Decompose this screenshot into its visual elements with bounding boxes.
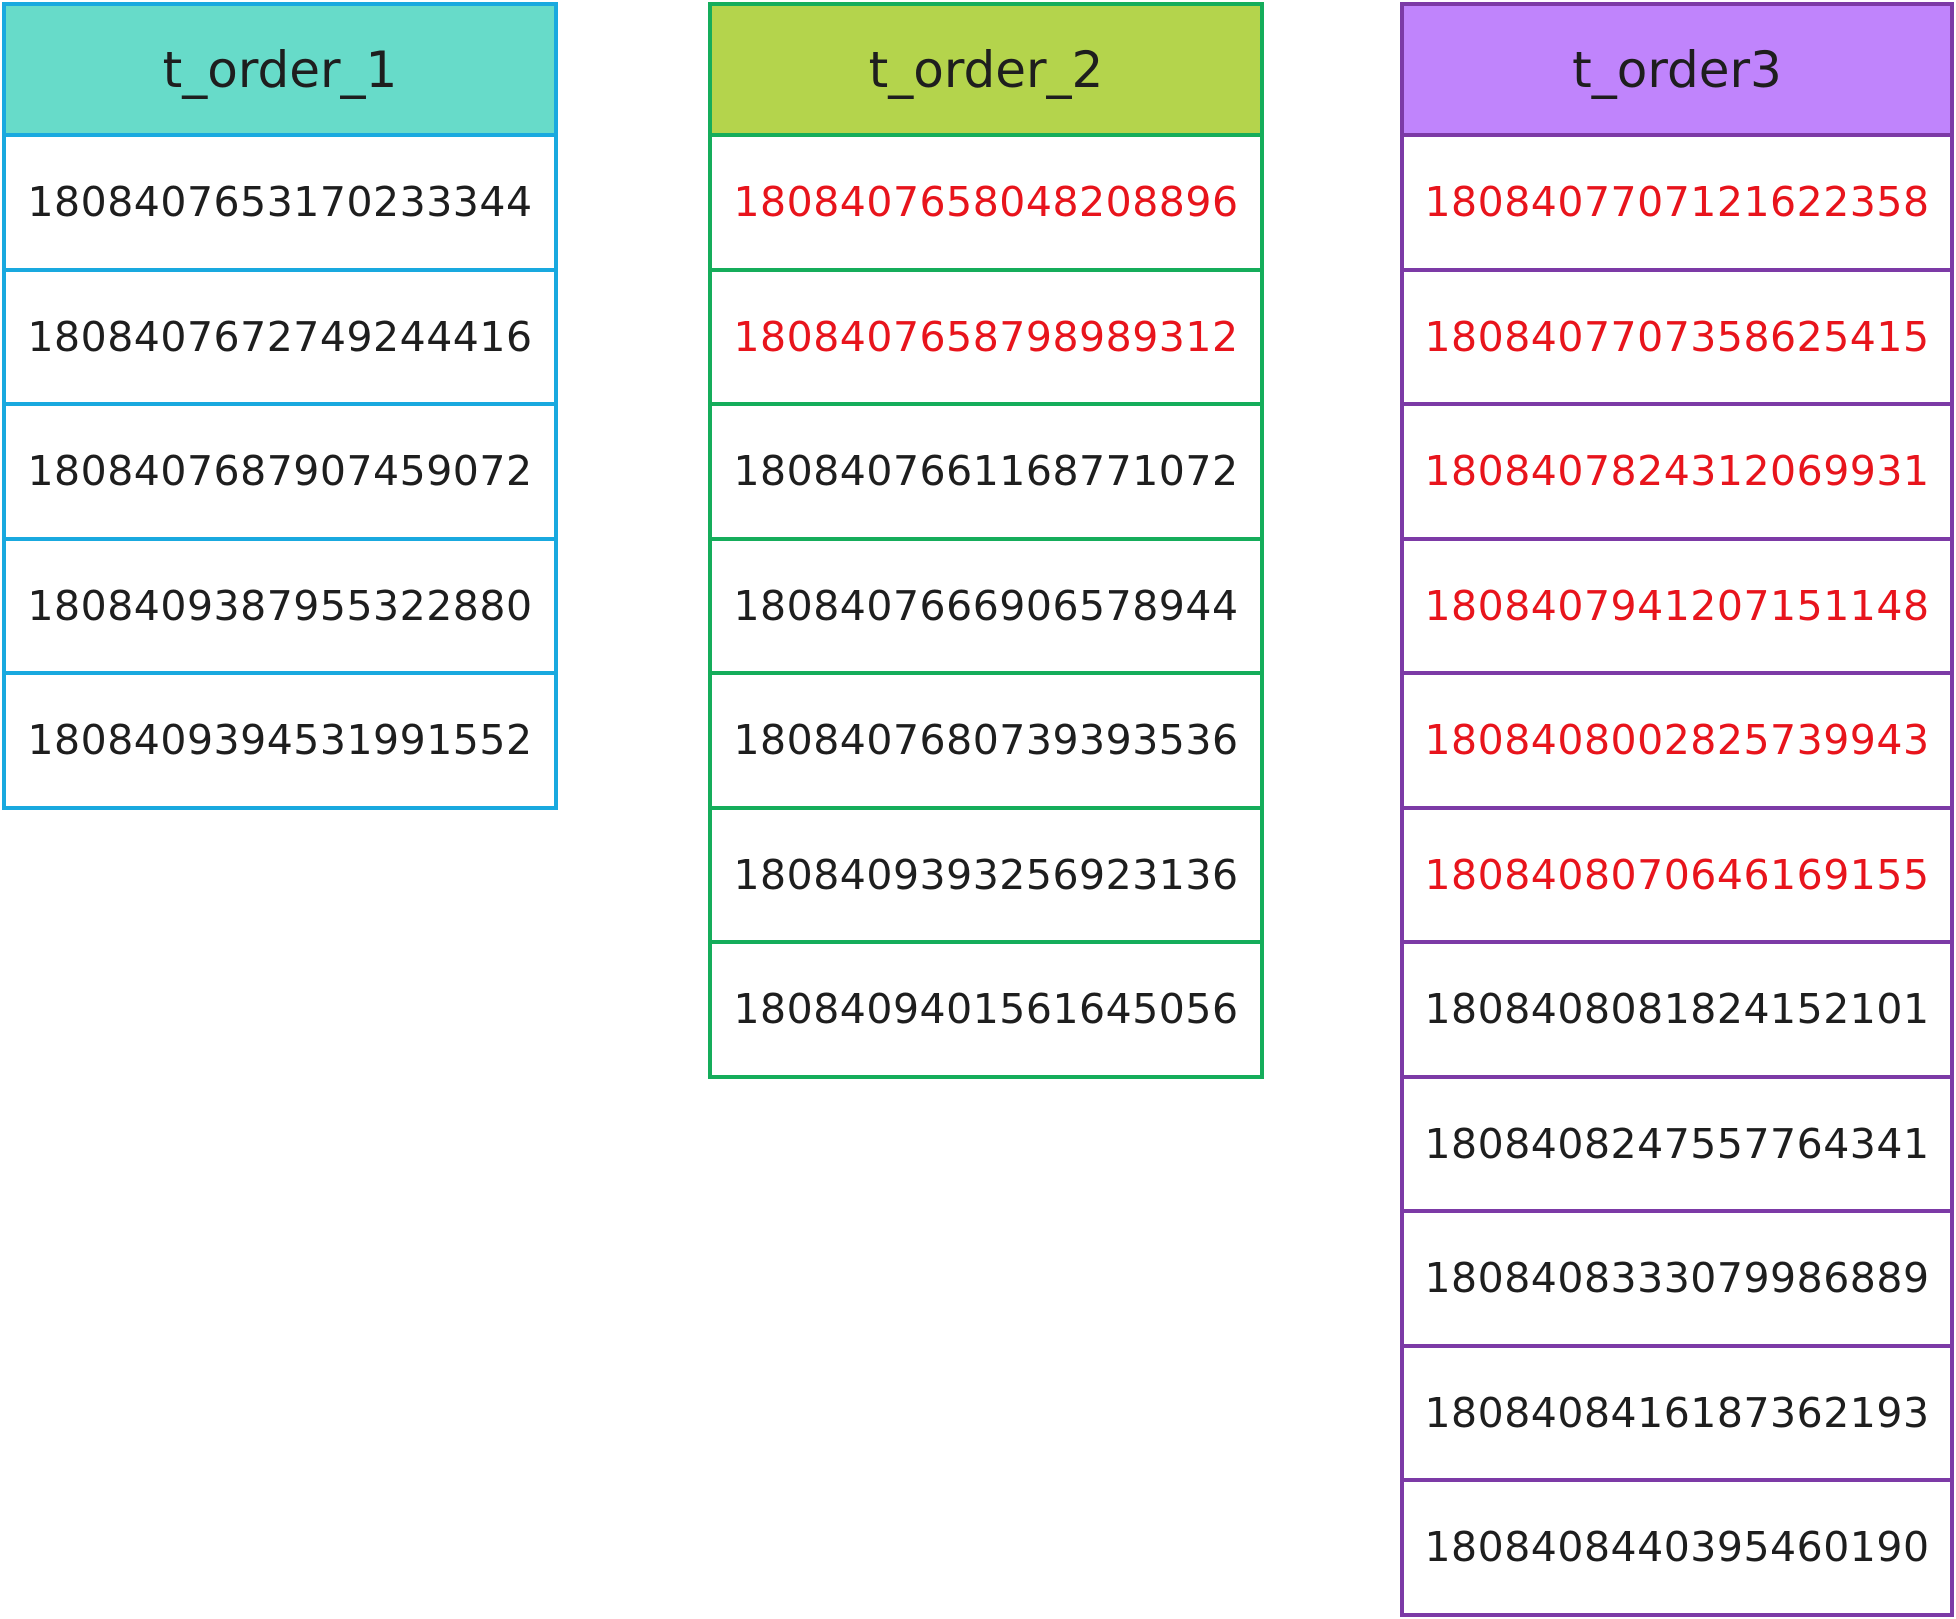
order-id-cell: 1808407658048208896 <box>708 137 1264 272</box>
order-id-cell: 1808407824312069931 <box>1400 406 1954 541</box>
table-header: t_order3 <box>1400 2 1954 137</box>
order-id-cell: 1808407687907459072 <box>2 406 558 541</box>
order-id-cell: 1808407680739393536 <box>708 675 1264 810</box>
order-id-cell: 1808408416187362193 <box>1400 1347 1954 1482</box>
order-id-cell: 1808407707358625415 <box>1400 271 1954 406</box>
order-id-cell: 1808407672749244416 <box>2 271 558 406</box>
order-id-cell: 1808407707121622358 <box>1400 137 1954 272</box>
table-header: t_order_2 <box>708 2 1264 137</box>
order-id-cell: 1808408440395460190 <box>1400 1482 1954 1617</box>
order-id-cell: 1808407661168771072 <box>708 406 1264 541</box>
order-id-cell: 1808407666906578944 <box>708 540 1264 675</box>
order-id-cell: 1808409394531991552 <box>2 675 558 810</box>
order-id-cell: 1808409401561645056 <box>708 944 1264 1079</box>
order-id-cell: 1808408070646169155 <box>1400 809 1954 944</box>
order-id-cell: 1808407941207151148 <box>1400 540 1954 675</box>
table-header: t_order_1 <box>2 2 558 137</box>
order-id-cell: 1808407658798989312 <box>708 271 1264 406</box>
order-id-cell: 1808408333079986889 <box>1400 1213 1954 1348</box>
order-id-cell: 1808409393256923136 <box>708 809 1264 944</box>
order-id-cell: 1808407653170233344 <box>2 137 558 272</box>
order-id-cell: 1808408081824152101 <box>1400 944 1954 1079</box>
order-id-cell: 1808408002825739943 <box>1400 675 1954 810</box>
order-id-cell: 1808408247557764341 <box>1400 1078 1954 1213</box>
order-id-cell: 1808409387955322880 <box>2 540 558 675</box>
